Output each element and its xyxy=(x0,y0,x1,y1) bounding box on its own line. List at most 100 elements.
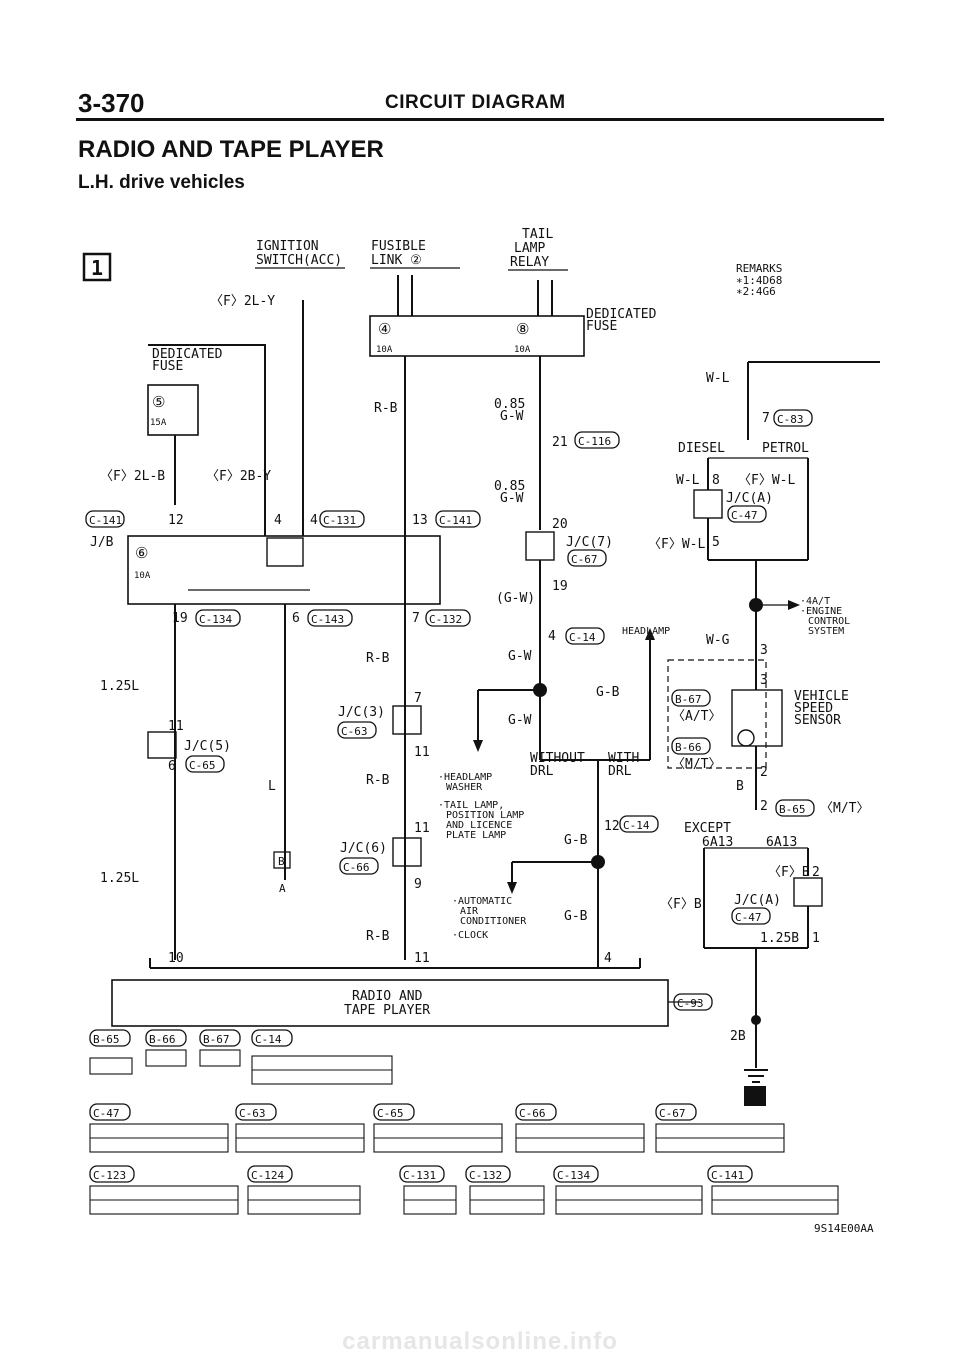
pin-5: 5 xyxy=(712,535,720,550)
pin-11-d: 11 xyxy=(414,951,430,966)
pin-19-b: 19 xyxy=(172,611,188,626)
note-tl-2: POSITION LAMP xyxy=(446,810,524,821)
note-vss-2: SPEED xyxy=(794,701,833,716)
pin-11-a: 11 xyxy=(168,719,184,734)
jca-label-2: J/C(A) xyxy=(734,893,781,908)
conn-c63-a: C-63 xyxy=(341,725,368,738)
conn-c134-a: C-134 xyxy=(199,613,232,626)
fuse-4-number: ④ xyxy=(378,320,391,338)
note-except-2: 6A13 xyxy=(702,835,733,850)
bottom-conn-c132: C-132 xyxy=(469,1169,502,1182)
fuse-5-number: ⑤ xyxy=(152,393,165,411)
wire-rb-2: R-B xyxy=(366,651,390,666)
pin-4-c: 4 xyxy=(548,629,556,644)
conn-c132-a: C-132 xyxy=(429,613,462,626)
note-ecs-3: SYSTEM xyxy=(808,626,844,637)
marker-b: B xyxy=(278,855,285,868)
ignition-label-2: SWITCH(ACC) xyxy=(256,253,342,268)
pin-11-c: 11 xyxy=(414,821,430,836)
conn-c116: C-116 xyxy=(578,435,611,448)
pin-6-a: 6 xyxy=(292,611,300,626)
pin-9: 9 xyxy=(414,877,422,892)
conn-c47-b: C-47 xyxy=(735,911,762,924)
pin-3-b: 3 xyxy=(760,673,768,688)
pin-7-b: 7 xyxy=(414,691,422,706)
bottom-conn-c124: C-124 xyxy=(251,1169,284,1182)
note-6a13: 6A13 xyxy=(766,835,797,850)
wire-fb-2: 〈F〉B xyxy=(660,897,702,912)
note-tl-4: PLATE LAMP xyxy=(446,830,506,841)
conn-c65-a: C-65 xyxy=(189,759,216,772)
wire-fb-1: 〈F〉B xyxy=(768,865,810,880)
remarks-line-2: ∗2:4G6 xyxy=(736,285,776,298)
note-at-tag: 〈A/T〉 xyxy=(672,709,721,724)
sheet-marker: 1 xyxy=(91,256,103,280)
fusible-label-2: LINK ② xyxy=(371,253,422,268)
fuse-6-amp: 10A xyxy=(134,571,151,581)
note-mt-tag: 〈M/T〉 xyxy=(672,757,721,772)
remarks-line-1: ∗1:4D68 xyxy=(736,274,782,287)
note-hw-1: ·HEADLAMP xyxy=(438,772,492,783)
wire-085-1: 0.85 xyxy=(494,397,525,412)
bottom-conn-c63: C-63 xyxy=(239,1107,266,1120)
fuse-4-amp: 10A xyxy=(376,345,393,355)
note-ac-3: CONDITIONER xyxy=(460,916,527,927)
note-with-drl-2: DRL xyxy=(608,764,632,779)
note-ecs-1: ·ENGINE xyxy=(800,606,842,617)
bottom-conn-c67: C-67 xyxy=(659,1107,686,1120)
radio-label-1: RADIO AND xyxy=(352,989,423,1004)
wire-2b: 2B xyxy=(730,1029,746,1044)
note-vss-1: VEHICLE xyxy=(794,689,849,704)
bottom-conn-b65: B-65 xyxy=(93,1033,120,1046)
remarks-title: REMARKS xyxy=(736,262,782,275)
bottom-conn-c123: C-123 xyxy=(93,1169,126,1182)
note-diesel: DIESEL xyxy=(678,441,725,456)
jc3-label: J/C(3) xyxy=(338,705,385,720)
wire-125-1: 1.25L xyxy=(100,679,139,694)
bottom-conn-c134: C-134 xyxy=(557,1169,590,1182)
pin-3-a: 3 xyxy=(760,643,768,658)
conn-c131-a: C-131 xyxy=(323,514,356,527)
wire-125-2: 1.25L xyxy=(100,871,139,886)
conn-b67-a: B-67 xyxy=(675,693,702,706)
fuse-5-amp: 15A xyxy=(150,418,167,428)
jca-label-1: J/C(A) xyxy=(726,491,773,506)
note-ecs-2: CONTROL xyxy=(808,616,850,627)
header-rule xyxy=(76,118,884,121)
fuse-ded-left-2: FUSE xyxy=(152,359,183,374)
wire-gw-4: G-W xyxy=(508,713,532,728)
wire-f2l-y: 〈F〉2L-Y xyxy=(210,294,275,309)
conn-c14-a: C-14 xyxy=(569,631,596,644)
bottom-conn-c66: C-66 xyxy=(519,1107,546,1120)
wire-gw-paren: (G-W) xyxy=(496,591,535,606)
pin-4-a: 4 xyxy=(274,513,282,528)
diagram-title: RADIO AND TAPE PLAYER xyxy=(78,136,384,163)
wire-gw-1: G-W xyxy=(500,409,524,424)
conn-c47-a: C-47 xyxy=(731,509,758,522)
tail-relay-label-3: RELAY xyxy=(510,255,549,270)
note-without-drl-1: WITHOUT xyxy=(530,751,585,766)
pin-7-c: 7 xyxy=(762,411,770,426)
conn-b65-a: B-65 xyxy=(779,803,806,816)
pin-20: 20 xyxy=(552,517,568,532)
marker-a: A xyxy=(279,882,286,895)
note-petrol: PETROL xyxy=(762,441,809,456)
pin-1: 1 xyxy=(812,931,820,946)
ground-marker: 7 xyxy=(750,1090,758,1106)
wire-gb-3: G-B xyxy=(564,909,588,924)
section-title: CIRCUIT DIAGRAM xyxy=(385,92,566,113)
note-ac-1: ·AUTOMATIC xyxy=(452,896,512,907)
wire-l: L xyxy=(268,779,276,794)
junction-47: 47 xyxy=(592,859,602,868)
wire-gb-1: G-B xyxy=(596,685,620,700)
pin-4-d: 4 xyxy=(604,951,612,966)
pin-10: 10 xyxy=(168,951,184,966)
note-headlamp: HEADLAMP xyxy=(622,626,670,637)
wire-rb-1: R-B xyxy=(374,401,398,416)
conn-c67-a: C-67 xyxy=(571,553,598,566)
wire-f2b-y: 〈F〉2B-Y xyxy=(206,469,271,484)
conn-c83: C-83 xyxy=(777,413,804,426)
note-hw-2: WASHER xyxy=(446,782,483,793)
note-tl-1: ·TAIL LAMP, xyxy=(438,800,504,811)
fuse-ded-left-1: DEDICATED xyxy=(152,347,223,362)
